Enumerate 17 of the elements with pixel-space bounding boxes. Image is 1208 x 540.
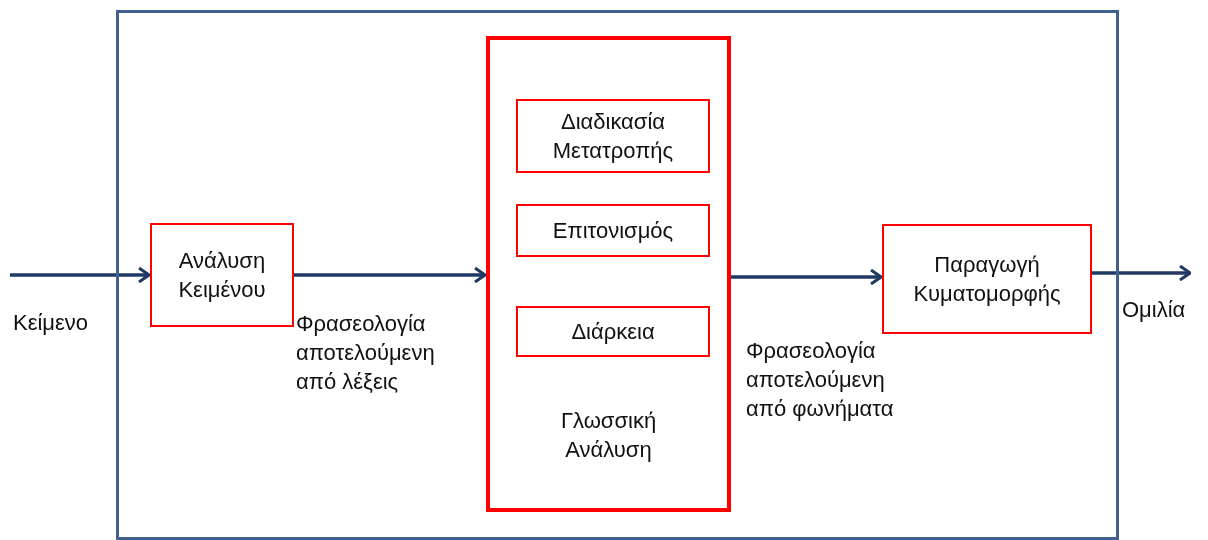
node-label: Διάρκεια	[571, 318, 655, 346]
process-box	[882, 224, 1092, 334]
group-box	[486, 36, 731, 512]
node-label: Επιτονισμός	[552, 217, 674, 245]
arrow	[1092, 264, 1192, 282]
process-box	[150, 223, 294, 327]
arrow	[294, 266, 487, 284]
frame-box	[116, 10, 1119, 540]
node-label: Ανάλυση Κειμένου	[177, 247, 267, 304]
process-box	[516, 204, 710, 257]
node-label: Γλωσσική Ανάλυση	[559, 407, 658, 464]
arrow	[731, 268, 883, 286]
node-label: Διαδικασία Μετατροπής	[551, 108, 675, 165]
process-box	[516, 306, 710, 357]
node-label: Παραγωγή Κυματομορφής	[912, 251, 1062, 308]
arrow	[10, 266, 151, 284]
process-box	[516, 99, 710, 173]
